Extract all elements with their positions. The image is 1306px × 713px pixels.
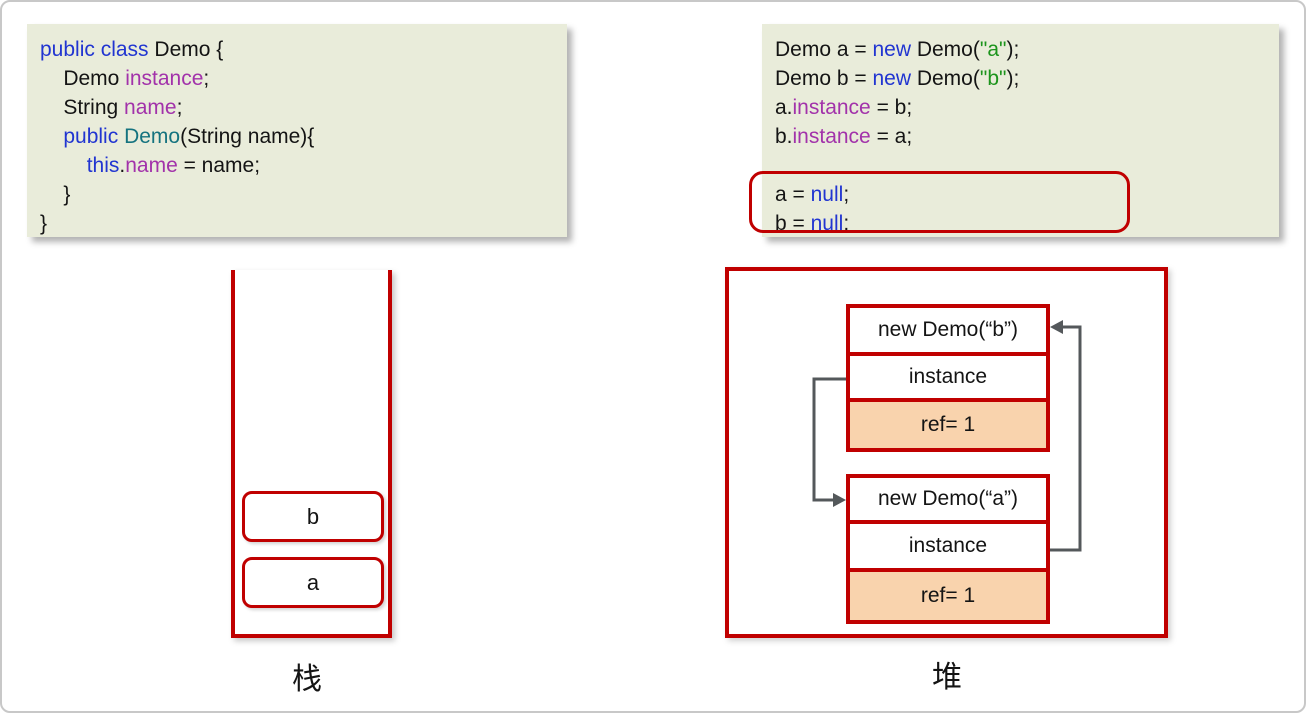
heap-object-b-title: new Demo(“b”) <box>846 304 1050 356</box>
code-line: } <box>40 212 48 235</box>
code-line: a = null; <box>775 183 850 206</box>
stack-var-b: b <box>242 491 384 542</box>
heap-label: 堆 <box>932 661 962 694</box>
code-line: public class Demo { <box>40 38 224 61</box>
code-line: this.name = name; <box>86 154 261 177</box>
code-line: a.instance = b; <box>775 96 913 119</box>
heap-object-b-refcount: ref= 1 <box>846 398 1050 452</box>
stack-label: 栈 <box>292 663 322 696</box>
stack-var-a: a <box>242 557 384 608</box>
heap-object-a-title: new Demo(“a”) <box>846 474 1050 524</box>
heap-object-b-instance-field: instance <box>846 352 1050 402</box>
code-line: public Demo(String name){ <box>63 125 315 148</box>
code-line: } <box>40 183 71 206</box>
code-line: String name; <box>40 96 183 119</box>
null-assignment-highlight-box <box>749 171 1130 233</box>
class-definition-code-block: public class Demo { Demo instance; Strin… <box>27 24 567 237</box>
heap-object-a-instance-field: instance <box>846 520 1050 572</box>
code-line: Demo instance; <box>40 67 210 90</box>
code-line: b.instance = a; <box>775 125 913 148</box>
heap-object-a-refcount: ref= 1 <box>846 568 1050 624</box>
code-line: Demo b = new Demo("b"); <box>775 67 1020 90</box>
code-line: b = null; <box>775 212 850 235</box>
code-line: Demo a = new Demo("a"); <box>775 38 1020 61</box>
usage-code-block: Demo a = new Demo("a"); Demo b = new Demo… <box>762 24 1279 237</box>
